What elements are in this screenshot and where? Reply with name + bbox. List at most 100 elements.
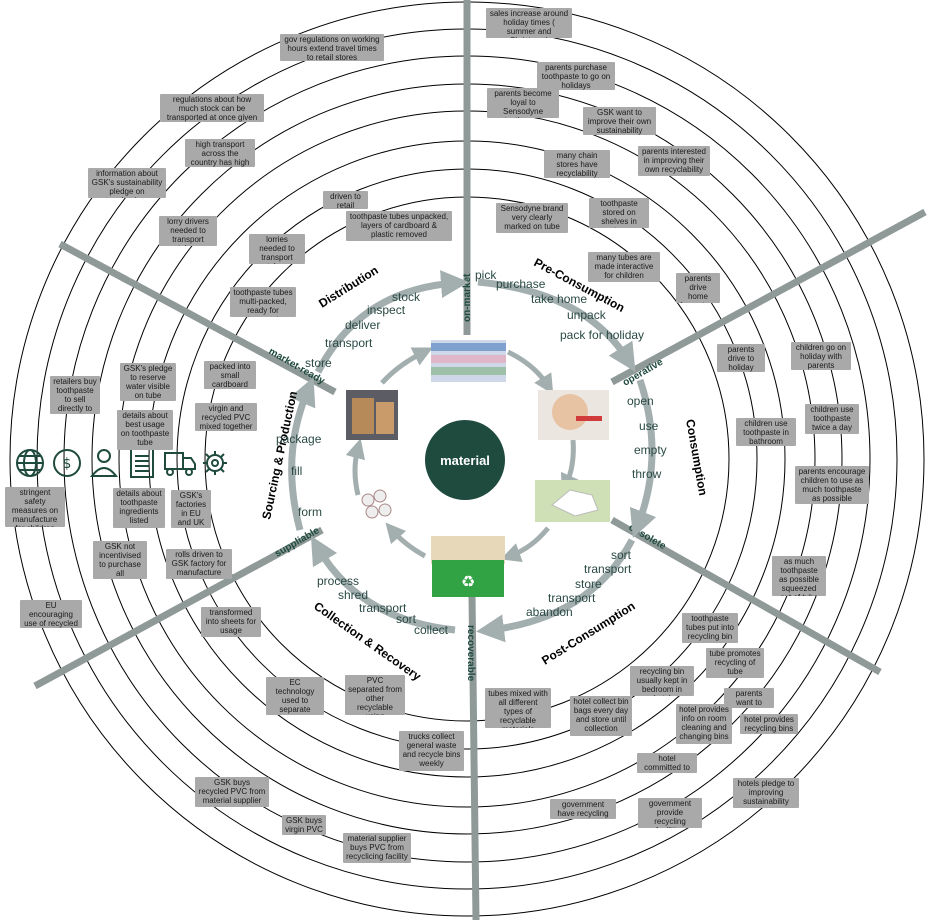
sticky-note: material supplier buys PVC from recyclic… [343, 833, 411, 863]
action-unpack: unpack [567, 308, 607, 322]
globe-icon [16, 449, 44, 477]
toothpaste-shelves-photo [431, 340, 506, 382]
outer-arrow-collection [310, 535, 456, 634]
sticky-note: retailers buy toothpaste to sell directl… [50, 376, 100, 414]
sticky-note: hotels pledge to improving sustainabilit… [733, 778, 799, 808]
outer-arrow-post [476, 538, 636, 643]
dollar-icon: $ [53, 449, 81, 477]
sticky-note: government have recycling schemes [550, 799, 616, 819]
sticky-note: GSK buys virgin PVC [282, 815, 326, 835]
stage-label-on-market: on-market [462, 273, 473, 322]
tube-rolls-photo [361, 489, 392, 519]
spoke-lower-left [33, 526, 324, 690]
sticky-note: trucks collect general waste and recycle… [399, 731, 464, 771]
sticky-note: EU encouraging use of recycled PVC [20, 600, 82, 628]
action-transport-4: transport [325, 336, 373, 350]
outer-arrow-consumption [629, 378, 657, 539]
inner-arrow [560, 439, 580, 495]
truck-icon [164, 452, 196, 476]
action-sort: sort [611, 548, 632, 562]
left-icon-row: $ [16, 448, 227, 478]
svg-text:$: $ [63, 456, 72, 472]
action-inspect: inspect [367, 303, 406, 317]
sticky-note: children use toothpaste twice a day [805, 404, 859, 434]
inner-arrow [506, 349, 554, 395]
sticky-note: parents encourage children to use as muc… [795, 466, 869, 504]
action-open: open [627, 394, 654, 408]
sticky-note: toothpaste tubes unpacked, layers of car… [346, 211, 452, 241]
sticky-note: hotel provides recycling bins [740, 714, 798, 734]
sticky-note: GSK's pledge to reserve water visible on… [120, 363, 176, 401]
center-circle [425, 420, 505, 500]
sticky-note: parents become loyal to Sensodyne toothp… [487, 88, 559, 118]
spoke-lower-right [610, 516, 882, 676]
sticky-note: children go on holiday with parents [791, 342, 851, 370]
sticky-note: packed into small cardboard boxes [204, 361, 256, 389]
sticky-note: details about toothpaste ingredients lis… [113, 488, 165, 528]
inner-arrow [500, 526, 550, 562]
sticky-note: transformed into sheets for usage [201, 607, 261, 637]
action-store-2: store [305, 356, 332, 370]
spokes [33, 0, 927, 920]
sticky-note: details about best usage on toothpaste t… [117, 410, 173, 450]
sticky-note: tube promotes recycling of tube [706, 648, 764, 678]
action-shred: shred [338, 588, 368, 602]
center-label: material [440, 453, 490, 468]
inner-arrow [385, 522, 427, 559]
sticky-note: rolls driven to GSK factory for manufact… [166, 549, 232, 579]
action-deliver: deliver [345, 318, 380, 332]
sticky-note: many chain stores have recyclability pro… [544, 150, 610, 178]
sticky-note: parents interested in improving their ow… [638, 146, 710, 176]
sticky-note: toothpaste stored on shelves in store [589, 198, 649, 228]
sticky-note: GSK buys recycled PVC from material supp… [195, 777, 269, 807]
sticky-note: gov regulations on working hours extend … [280, 34, 384, 61]
action-fill: fill [291, 464, 302, 478]
action-take-home: take home [531, 292, 587, 306]
sticky-note: virgin and recycled PVC mixed together [195, 403, 257, 431]
sticky-note: Sensodyne brand very clearly marked on t… [496, 203, 568, 233]
action-transport: transport [584, 562, 632, 576]
sticky-note: GSK not incentivised to purchase all rec… [93, 541, 147, 579]
action-stock: stock [392, 290, 421, 304]
sticky-note: parents purchase toothpaste to go on hol… [537, 62, 615, 90]
outer-arrow-sourcing [288, 377, 316, 531]
action-pick: pick [475, 268, 497, 282]
sticky-note: stringent safety measures on manufacture… [5, 487, 65, 527]
action-use: use [639, 419, 659, 433]
recycle-bin-photo: ♻ [431, 536, 505, 597]
sticky-note: lorries needed to transport tubes [249, 234, 305, 264]
spoke-upper-left [58, 240, 337, 396]
sticky-note: lorry drivers needed to transport tubes [159, 216, 217, 246]
sticky-note: hotel collect bin bags every day and sto… [570, 696, 632, 736]
sticky-note: parents want to recycle [724, 688, 774, 708]
sticky-note: recycling bin usually kept in bedroom in… [630, 666, 694, 696]
inner-cycle-arrows [345, 347, 580, 562]
action-throw: throw [632, 467, 662, 481]
sticky-note: parents drive home from store [676, 273, 720, 303]
action-transport-2: transport [548, 591, 596, 605]
inner-arrow [380, 347, 433, 385]
gear-icon [203, 451, 227, 475]
sticky-note: high transport across the country has hi… [185, 139, 255, 167]
action-form: form [298, 505, 322, 519]
action-collect: collect [414, 623, 449, 637]
sticky-note: sales increase around holiday times ( su… [486, 8, 572, 38]
action-store: store [575, 577, 602, 591]
spoke-upper-right [610, 208, 927, 386]
action-sort-2: sort [396, 612, 417, 626]
sticky-note: tubes mixed with all different types of … [485, 688, 551, 728]
outer-arrow-distribution [314, 270, 469, 374]
sticky-note: hotel provides info on room cleaning and… [676, 704, 732, 744]
sticky-note: hotel committed to recycling [637, 753, 697, 773]
outer-arrow-pre [477, 278, 636, 372]
person-brushing-photo [538, 390, 609, 440]
stage-label-recoverable: recoverable [465, 625, 476, 682]
spoke-bottom [468, 594, 480, 920]
phase-consumption: Consumption [683, 418, 710, 497]
sticky-note: PVC separated from other recyclable usin… [345, 675, 405, 715]
action-purchase: purchase [496, 277, 546, 291]
person-icon [89, 449, 119, 477]
